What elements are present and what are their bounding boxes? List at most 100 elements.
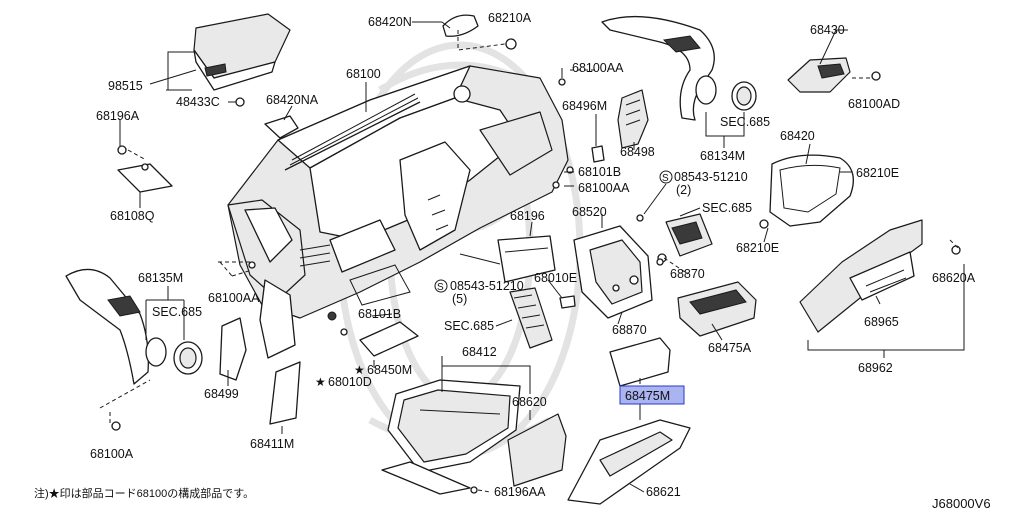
star-mark-68010D: ★	[315, 375, 326, 389]
part-68962-right-panel	[799, 219, 923, 333]
label-68101B-bottom: 68101B	[358, 307, 401, 321]
part-68475M-pocket	[609, 337, 671, 387]
part-68620-panel	[507, 413, 567, 487]
highlight-box	[619, 385, 685, 405]
part-68498-panel	[617, 89, 649, 149]
label-98515: 98515	[108, 79, 143, 93]
clip-68870-bottom	[612, 284, 620, 292]
label-68100AA-mid: 68100AA	[578, 181, 630, 195]
leader-lines	[99, 21, 965, 493]
label-68496M: 68496M	[562, 99, 607, 113]
label-68450M-group: ★ 68450M	[354, 363, 412, 377]
label-68196: 68196	[510, 209, 545, 223]
part-68621-glove-box-lid	[567, 419, 691, 505]
label-68101B-top: 68101B	[578, 165, 621, 179]
label-68420NA: 68420NA	[266, 93, 319, 107]
label-08543-bottom-group: S 08543-51210 (5)	[434, 279, 524, 306]
part-68412-glove-box-housing	[387, 379, 521, 473]
label-68965: 68965	[864, 315, 899, 329]
screw-mark-bottom-icon	[434, 279, 448, 293]
part-68101B-clip	[327, 311, 337, 321]
part-68135M-side-panel	[65, 268, 203, 385]
label-SEC685-center: SEC.685	[444, 319, 494, 333]
clip-68870-top	[656, 258, 664, 266]
part-68100-instrument-panel	[227, 65, 569, 359]
label-68010D-group: ★ 68010D	[315, 375, 372, 389]
label-68498: 68498	[620, 145, 655, 159]
label-68620A: 68620A	[932, 271, 976, 285]
label-68196AA: 68196AA	[494, 485, 546, 499]
screw-68100AA-mid	[552, 181, 560, 189]
label-68475M: 68475M	[625, 389, 670, 403]
label-08543-bottom: 08543-51210	[450, 279, 524, 293]
label-68010D: 68010D	[328, 375, 372, 389]
screw-mark-bottom-letter: S	[437, 282, 444, 293]
part-68420-cluster-hood	[759, 154, 854, 229]
label-68134M: 68134M	[700, 149, 745, 163]
label-68475M-highlight: 68475M	[619, 385, 685, 405]
footnote: 注)★印は部品コード68100の構成部品です。	[34, 486, 254, 500]
part-68411M-trim	[269, 361, 301, 425]
label-68100AD: 68100AD	[848, 97, 900, 111]
label-68196A: 68196A	[96, 109, 140, 123]
label-68411M: 68411M	[250, 437, 294, 451]
part-98515-box	[193, 13, 291, 107]
label-68135M: 68135M	[138, 271, 183, 285]
part-lower-vent	[509, 287, 576, 349]
part-lower-bracket	[381, 461, 478, 495]
part-68620A-screw	[951, 245, 961, 255]
part-68520-bezel	[573, 225, 653, 319]
part-68196-bracket	[497, 235, 556, 283]
label-68010E: 68010E	[534, 271, 577, 285]
screw-08543-top	[636, 214, 644, 222]
label-68420: 68420	[780, 129, 815, 143]
label-68100A: 68100A	[90, 447, 134, 461]
part-labels: 68420N 68210A 68430 98515 68100 68100AA …	[90, 11, 976, 499]
part-68475A-tray	[677, 281, 757, 337]
part-68210A-clip	[505, 38, 517, 50]
label-68108Q: 68108Q	[110, 209, 155, 223]
label-68210A: 68210A	[488, 11, 532, 25]
screw-68100AA-left	[248, 261, 256, 269]
label-68621: 68621	[646, 485, 681, 499]
label-68430: 68430	[810, 23, 845, 37]
diagram-code: J68000V6	[932, 496, 991, 511]
label-68100AA-left: 68100AA	[208, 291, 260, 305]
star-mark-68450M: ★	[354, 363, 365, 377]
label-SEC685-top: SEC.685	[720, 115, 770, 129]
label-68100: 68100	[346, 67, 381, 81]
screw-68100AA-top	[558, 78, 566, 86]
label-68520: 68520	[572, 205, 607, 219]
part-68134M-side-panel	[601, 15, 757, 121]
part-68430-vent	[787, 57, 881, 93]
label-68100AA-top: 68100AA	[572, 61, 624, 75]
label-08543-bottom-qty: (5)	[452, 292, 467, 306]
label-68450M: 68450M	[367, 363, 412, 377]
label-68412: 68412	[462, 345, 497, 359]
label-08543-top-group: S 08543-51210 (2)	[659, 170, 748, 197]
label-68962: 68962	[858, 361, 893, 375]
label-68870-bottom: 68870	[612, 323, 647, 337]
label-48433C: 48433C	[176, 95, 220, 109]
part-68108Q-bracket	[117, 145, 173, 193]
label-68870-top: 68870	[670, 267, 705, 281]
screw-mark-top-letter: S	[662, 173, 669, 184]
label-68475A: 68475A	[708, 341, 752, 355]
label-08543-top: 08543-51210	[674, 170, 748, 184]
part-68499-trim	[219, 317, 247, 381]
label-SEC685-mid: SEC.685	[702, 201, 752, 215]
label-68210E-left: 68210E	[736, 241, 779, 255]
part-68496M-clip	[591, 145, 605, 163]
label-68620: 68620	[512, 395, 547, 409]
part-center-vent	[657, 213, 713, 263]
label-68420N: 68420N	[368, 15, 412, 29]
part-68450M-bracket	[340, 321, 419, 357]
label-68210E-right: 68210E	[856, 166, 899, 180]
part-68100A-screw	[111, 421, 121, 431]
part-68420NA-cover	[264, 115, 299, 139]
label-68499: 68499	[204, 387, 239, 401]
screw-mark-top-icon	[659, 170, 673, 184]
label-SEC685-left: SEC.685	[152, 305, 202, 319]
